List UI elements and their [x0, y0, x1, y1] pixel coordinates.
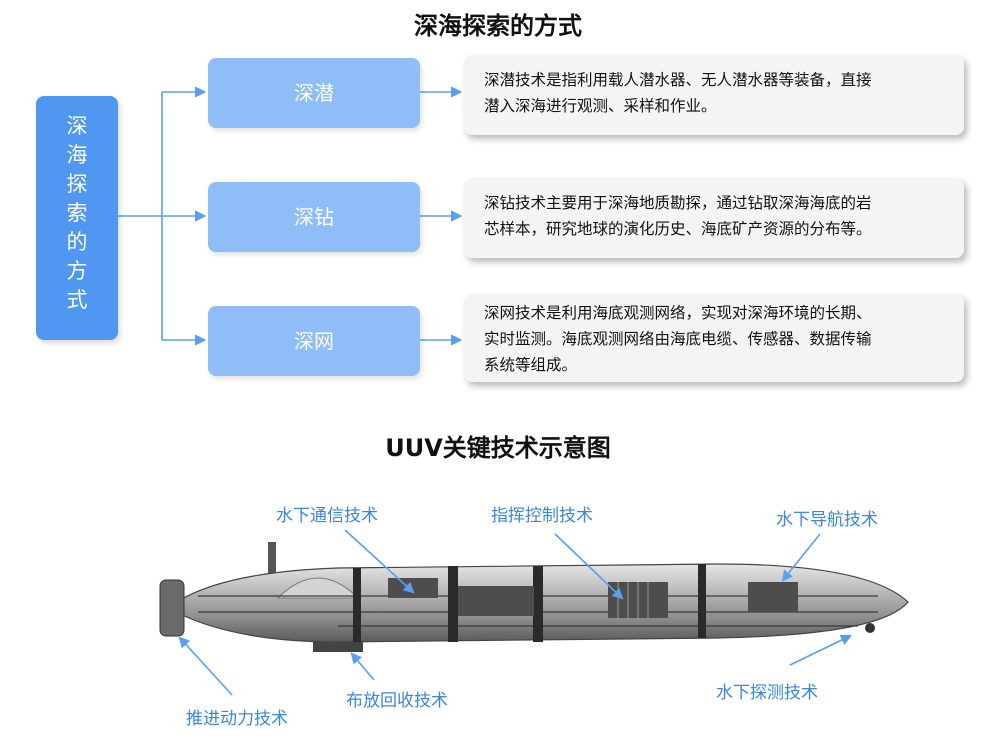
label-propulsion: 推进动力技术: [186, 709, 288, 729]
label-recovery: 布放回收技术: [346, 691, 448, 711]
description-line: 深钻技术主要用于深海地质勘探，通过钻取深海海底的岩: [484, 194, 872, 212]
description-line: 芯样本，研究地球的演化历史、海底矿产资源的分布等。: [484, 220, 872, 238]
method-node-shenzuan: 深钻: [208, 182, 420, 252]
uuv-release-fixture: [313, 642, 363, 652]
callout-comm: [344, 529, 415, 594]
description-line: 深网技术是利用海底观测网络，实现对深海环境的长期、: [484, 304, 872, 322]
label-comm: 水下通信技术: [276, 506, 378, 526]
label-detection: 水下探测技术: [716, 683, 818, 703]
uuv-nose-sensor: [865, 623, 875, 633]
description-line: 实时监测。海底观测网络由海底电缆、传感器、数据传输: [484, 330, 872, 348]
uuv-mast: [268, 542, 276, 576]
label-navigation: 水下导航技术: [776, 510, 878, 530]
root-node-label: 深海探索的方式: [66, 114, 88, 312]
diagram-title-uuv: UUV关键技术示意图: [385, 434, 611, 462]
label-command: 指挥控制技术: [491, 506, 593, 526]
callout-navigation: [781, 533, 821, 582]
description-line: 深潜技术是指利用载人潜水器、无人潜水器等装备，直接: [484, 71, 872, 89]
description-line: 潜入深海进行观测、采样和作业。: [484, 97, 717, 115]
callout-propulsion: [178, 636, 233, 696]
description-box-shenqian: 深潜技术是指利用载人潜水器、无人潜水器等装备，直接 潜入深海进行观测、采样和作业…: [464, 55, 964, 135]
uuv-propeller: [159, 579, 185, 637]
description-line: 系统等组成。: [484, 356, 578, 374]
method-node-shenqian: 深潜: [208, 58, 420, 128]
callout-detection: [789, 634, 853, 666]
method-node-shenwang: 深网: [208, 306, 420, 376]
uuv-hull: [179, 563, 909, 643]
root-node: 深海探索的方式: [36, 96, 118, 340]
tree-connectors: [118, 86, 463, 346]
diagram-title-methods: 深海探索的方式: [414, 12, 582, 40]
callout-recovery: [350, 652, 375, 681]
description-box-shenzuan: 深钻技术主要用于深海地质勘探，通过钻取深海海底的岩 芯样本，研究地球的演化历史、…: [464, 178, 964, 258]
description-box-shenwang: 深网技术是利用海底观测网络，实现对深海环境的长期、 实时监测。海底观测网络由海底…: [464, 294, 964, 382]
callout-command: [554, 533, 624, 600]
